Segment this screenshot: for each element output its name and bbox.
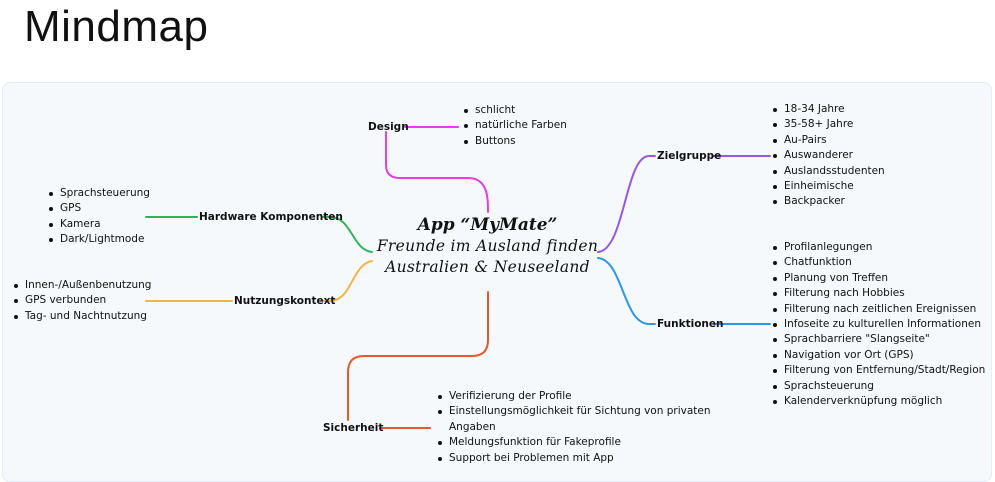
central-topic-title: App “MyMate” bbox=[417, 215, 558, 235]
list-item: Dark/Lightmode bbox=[46, 232, 150, 247]
list-item: natürliche Farben bbox=[461, 118, 567, 133]
branch-items-hardware: Sprachsteuerung GPS Kamera Dark/Lightmod… bbox=[46, 186, 150, 248]
list-item: Buttons bbox=[461, 134, 567, 149]
connector-design-trunk bbox=[385, 131, 489, 213]
branch-label-nutzungskontext: Nutzungskontext bbox=[234, 295, 336, 307]
list-item: Infoseite zu kulturellen Informationen bbox=[770, 317, 985, 332]
list-item: Verifizierung der Profile bbox=[435, 389, 711, 404]
list-item: Meldungsfunktion für Fakeprofile bbox=[435, 435, 711, 450]
list-item: GPS verbunden bbox=[11, 293, 151, 308]
list-item: Auswanderer bbox=[770, 148, 885, 163]
list-item: Planung von Treffen bbox=[770, 271, 985, 286]
branch-label-sicherheit: Sicherheit bbox=[323, 422, 384, 434]
list-item: Sprachbarriere "Slangseite" bbox=[770, 332, 985, 347]
connector-nutzung-trunk bbox=[321, 260, 373, 302]
branch-label-hardware: Hardware Komponenten bbox=[199, 211, 343, 223]
list-item: Kamera bbox=[46, 217, 150, 232]
list-item: Chatfunktion bbox=[770, 255, 985, 270]
list-item: Sprachsteuerung bbox=[46, 186, 150, 201]
branch-label-zielgruppe: Zielgruppe bbox=[657, 150, 722, 162]
branch-label-design: Design bbox=[368, 121, 409, 133]
page-title: Mindmap bbox=[24, 2, 209, 51]
connector-funktionen-trunk bbox=[597, 257, 656, 325]
list-item-continuation: Angaben bbox=[449, 420, 496, 433]
list-item: Profilanlegungen bbox=[770, 240, 985, 255]
connector-hardware-trunk bbox=[321, 216, 373, 253]
list-item: Einheimische bbox=[770, 179, 885, 194]
list-item: Support bei Problemen mit App bbox=[435, 451, 711, 466]
list-item: Auslandsstudenten bbox=[770, 164, 885, 179]
branch-items-design: schlicht natürliche Farben Buttons bbox=[461, 103, 567, 149]
list-item: 18-34 Jahre bbox=[770, 102, 885, 117]
list-item: Sprachsteuerung bbox=[770, 379, 985, 394]
central-topic-subtitle: Freunde im Ausland finden bbox=[376, 237, 599, 255]
list-item: Backpacker bbox=[770, 194, 885, 209]
branch-items-zielgruppe: 18-34 Jahre 35-58+ Jahre Au-Pairs Auswan… bbox=[770, 102, 885, 210]
list-item: 35-58+ Jahre bbox=[770, 117, 885, 132]
list-item: Einstellungsmöglichkeit für Sichtung von… bbox=[435, 404, 711, 419]
list-item: Filterung von Entfernung/Stadt/Region bbox=[770, 363, 985, 378]
list-item: Filterung nach zeitlichen Ereignissen bbox=[770, 302, 985, 317]
list-item: schlicht bbox=[461, 103, 567, 118]
mindmap-connectors bbox=[145, 126, 771, 429]
branch-label-funktionen: Funktionen bbox=[657, 318, 724, 330]
central-topic: App “MyMate” Freunde im Ausland finden A… bbox=[360, 215, 615, 278]
list-item: Filterung nach Hobbies bbox=[770, 286, 985, 301]
list-item: Kalenderverknüpfung möglich bbox=[770, 394, 985, 409]
list-item: Innen-/Außenbenutzung bbox=[11, 278, 151, 293]
central-topic-region: Australien & Neuseeland bbox=[385, 258, 590, 276]
list-item: Tag- und Nachtnutzung bbox=[11, 309, 151, 324]
branch-items-sicherheit: Verifizierung der Profile Einstellungsmö… bbox=[435, 389, 711, 466]
branch-items-funktionen: Profilanlegungen Chatfunktion Planung vo… bbox=[770, 240, 985, 409]
list-item: Navigation vor Ort (GPS) bbox=[770, 348, 985, 363]
connector-sicherheit-trunk bbox=[347, 291, 489, 421]
list-item: Au-Pairs bbox=[770, 133, 885, 148]
mindmap-canvas bbox=[2, 82, 992, 482]
branch-items-nutzungskontext: Innen-/Außenbenutzung GPS verbunden Tag-… bbox=[11, 278, 151, 324]
connector-zielgruppe-trunk bbox=[597, 155, 656, 253]
list-item: GPS bbox=[46, 201, 150, 216]
